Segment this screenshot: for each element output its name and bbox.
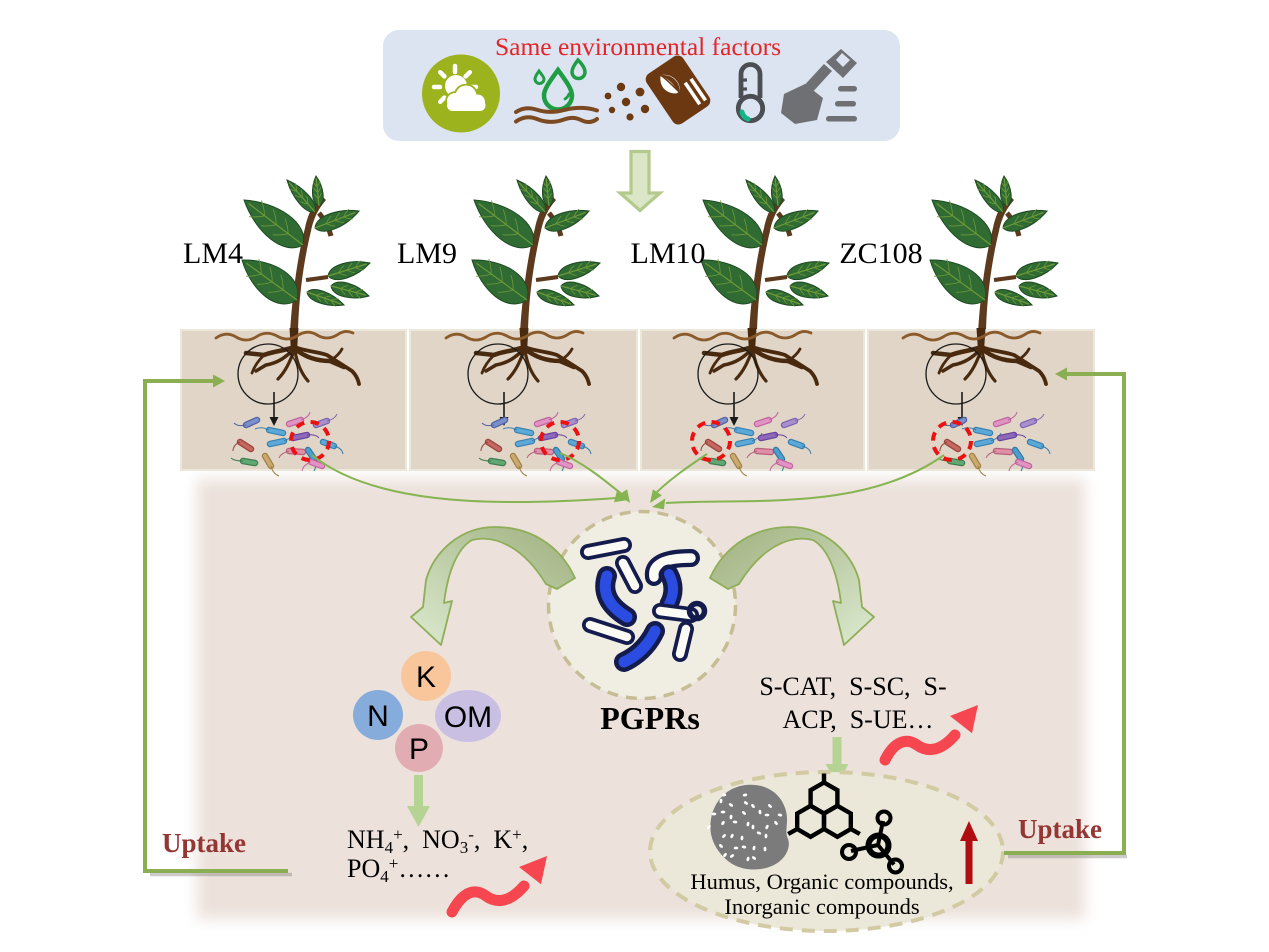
svg-text:PGPRs: PGPRs [600, 700, 700, 736]
svg-text:Uptake: Uptake [1018, 814, 1102, 844]
svg-text:N: N [367, 700, 389, 733]
svg-text:PO4+……: PO4+…… [347, 854, 450, 886]
svg-text:ACP, S-UE…: ACP, S-UE… [783, 705, 934, 734]
svg-text:NH4+, NO3-, K+,: NH4+, NO3-, K+, [347, 825, 528, 857]
svg-text:Uptake: Uptake [162, 828, 246, 858]
svg-text:Inorganic compounds: Inorganic compounds [724, 894, 919, 919]
svg-text:LM10: LM10 [631, 237, 706, 270]
svg-text:K: K [416, 661, 436, 694]
svg-text:S-CAT, S-SC, S-: S-CAT, S-SC, S- [759, 672, 946, 701]
svg-text:OM: OM [444, 701, 492, 734]
svg-text:Humus, Organic compounds,: Humus, Organic compounds, [690, 869, 953, 894]
svg-text:LM9: LM9 [397, 237, 457, 270]
svg-text:P: P [409, 733, 429, 766]
svg-text:LM4: LM4 [183, 237, 243, 270]
svg-text:Same environmental factors: Same environmental factors [495, 32, 781, 61]
svg-text:ZC108: ZC108 [839, 237, 922, 270]
